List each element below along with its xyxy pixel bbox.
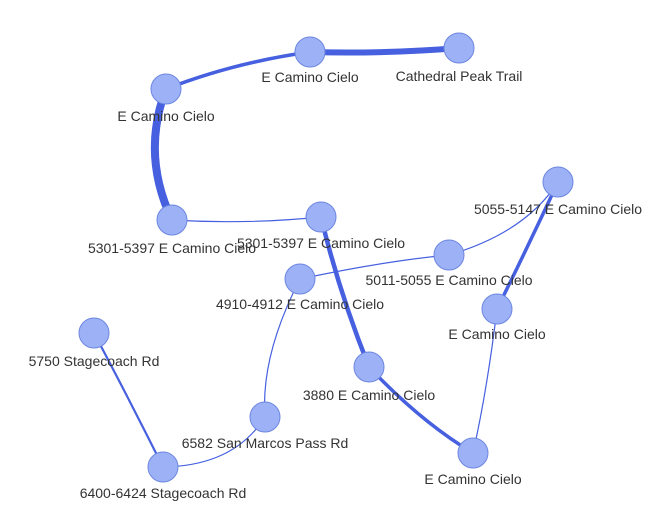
node-n12[interactable] — [249, 401, 281, 433]
node-n8[interactable] — [284, 263, 316, 295]
node-label-n8: 4910-4912 E Camino Cielo — [216, 296, 384, 312]
node-label-n2: E Camino Cielo — [261, 69, 358, 85]
node-label-n4: 5301-5397 E Camino Cielo — [88, 240, 256, 256]
node-label-n6: 5055-5147 E Camino Cielo — [474, 201, 642, 217]
edge-n3-n2 — [164, 50, 312, 91]
node-label-n11: 5750 Stagecoach Rd — [29, 353, 160, 369]
edge-n5-n10 — [318, 214, 372, 370]
nodes-layer — [78, 32, 574, 483]
node-n9[interactable] — [481, 293, 513, 325]
node-n13[interactable] — [457, 437, 489, 469]
edge-n14-n11 — [92, 331, 165, 469]
node-label-n7: 5011-5055 E Camino Cielo — [365, 272, 532, 288]
node-label-n3: E Camino Cielo — [117, 108, 214, 124]
node-label-n13: E Camino Cielo — [424, 471, 521, 487]
node-label-n14: 6400-6424 Stagecoach Rd — [80, 485, 247, 501]
edge-n2-n1 — [307, 45, 462, 56]
node-n3[interactable] — [150, 73, 182, 105]
node-label-n1: Cathedral Peak Trail — [396, 68, 523, 84]
node-n14[interactable] — [147, 451, 179, 483]
node-n10[interactable] — [353, 351, 385, 383]
labels-layer: Cathedral Peak Trail E Camino Cielo E Cami… — [29, 68, 643, 501]
node-label-n5: 5301-5397 E Camino Cielo — [237, 235, 405, 251]
node-label-n9: E Camino Cielo — [448, 326, 545, 342]
node-n1[interactable] — [443, 32, 475, 64]
edge-n10-n13 — [367, 365, 475, 455]
node-n2[interactable] — [294, 36, 326, 68]
node-n5[interactable] — [305, 201, 337, 233]
node-n4[interactable] — [156, 204, 188, 236]
node-n7[interactable] — [433, 239, 465, 271]
node-n11[interactable] — [78, 317, 110, 349]
node-label-n10: 3880 E Camino Cielo — [303, 387, 436, 403]
node-label-n12: 6582 San Marcos Pass Rd — [182, 435, 349, 451]
edge-n4-n5 — [171, 216, 322, 223]
node-n6[interactable] — [542, 166, 574, 198]
